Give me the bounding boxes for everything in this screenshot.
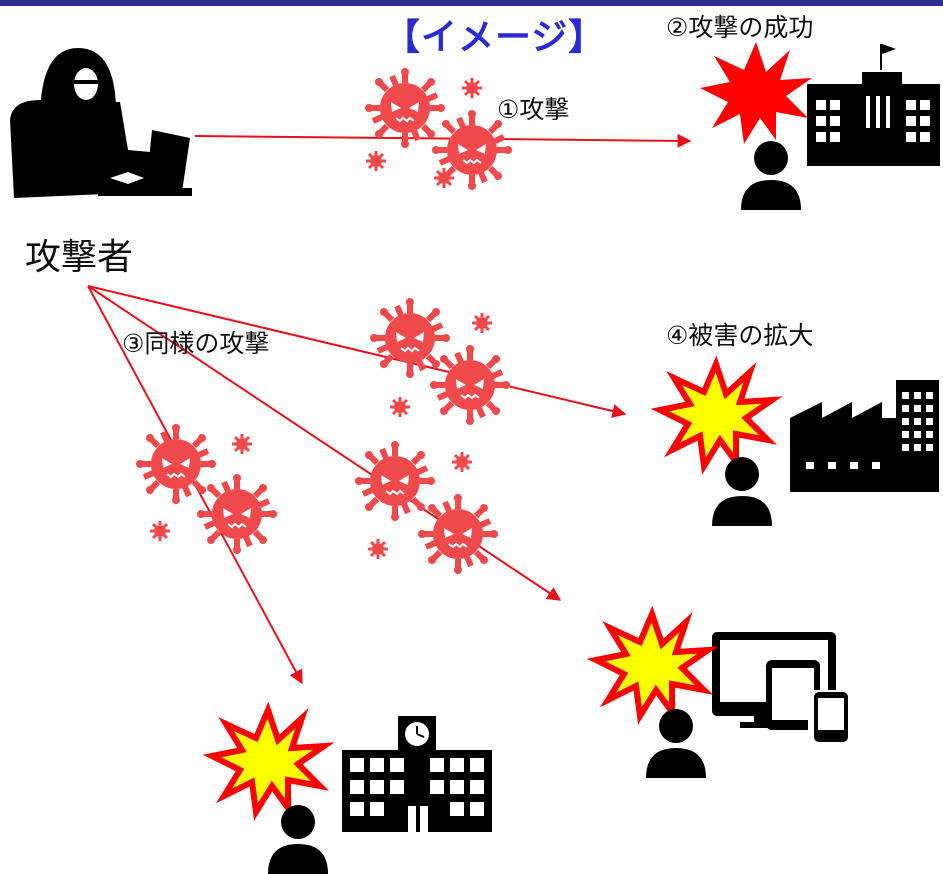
school-building-icon: [342, 716, 492, 832]
school-building-icon: [807, 44, 940, 166]
factory-icon: [790, 380, 939, 492]
virus-cluster-3: [355, 441, 498, 574]
person-icon: [712, 457, 772, 526]
arrow-to-devices: [87, 285, 562, 601]
label-attack: ①攻撃: [497, 95, 570, 124]
target-devices: [596, 614, 848, 778]
arrows: [87, 133, 692, 685]
explosion-icon: [660, 364, 772, 466]
target-school-top: [700, 42, 940, 210]
label-similar-attack: ③同様の攻撃: [122, 329, 270, 358]
label-damage-spread: ④被害の拡大: [666, 321, 814, 350]
page-title: 【イメージ】: [384, 17, 606, 58]
top-accent-bar: [0, 0, 943, 6]
explosion-icon: [596, 614, 708, 716]
hacker-icon: [10, 48, 192, 198]
devices-icon: [712, 632, 848, 744]
person-icon: [646, 709, 706, 778]
virus-cluster-2: [370, 298, 510, 425]
arrow-attack-main: [194, 133, 692, 148]
virus-cluster-1: [365, 68, 512, 190]
person-icon: [268, 805, 328, 874]
label-attacker: 攻撃者: [25, 237, 134, 278]
explosion-icon: [212, 710, 324, 812]
arrow-to-factory: [87, 285, 627, 418]
target-school-bottom: [212, 710, 492, 874]
explosion-icon: [700, 42, 812, 144]
label-attack-success: ②攻撃の成功: [666, 13, 814, 42]
target-factory: [660, 364, 939, 526]
person-icon: [741, 141, 801, 210]
virus-cluster-4: [136, 424, 277, 554]
